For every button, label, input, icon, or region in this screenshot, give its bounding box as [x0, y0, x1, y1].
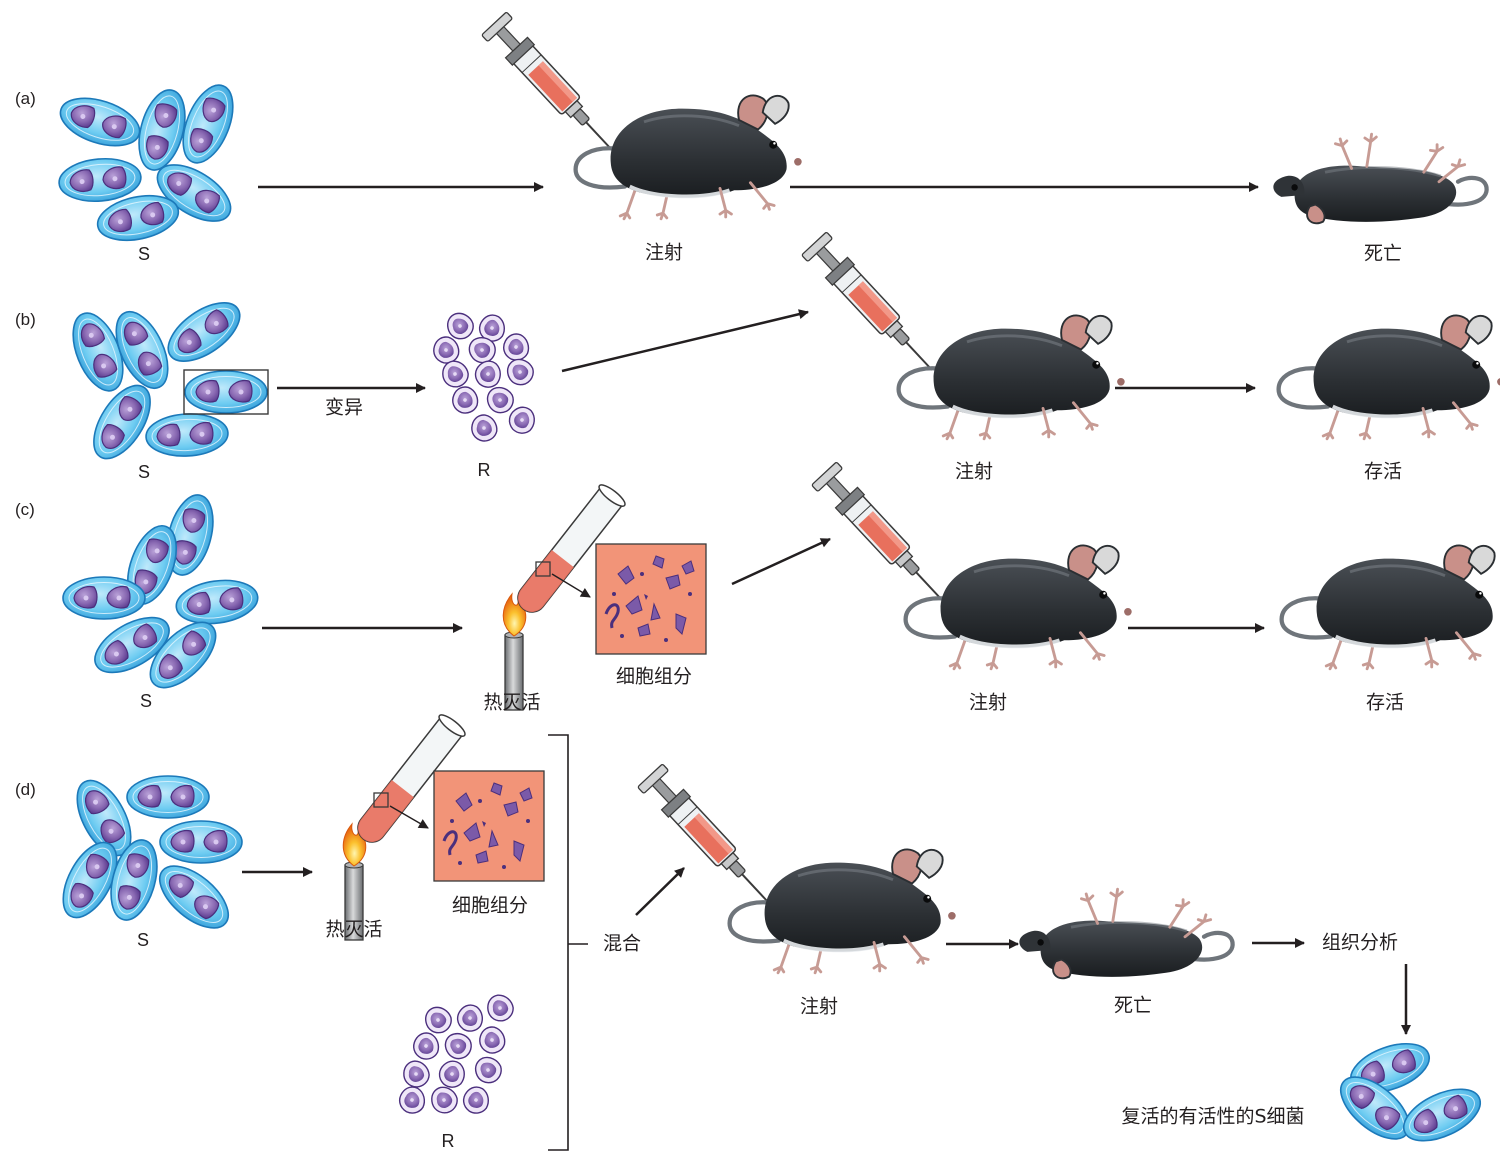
mix-label-d: 混合 [602, 932, 642, 955]
analysis-label-d: 组织分析 [1321, 931, 1399, 954]
mutant-label-b: R [477, 460, 491, 480]
zoom-square-c [535, 561, 551, 577]
zoom-square-d [373, 792, 389, 808]
arrow-d2 [635, 867, 685, 916]
row-b [62, 230, 1500, 469]
dead-mouse-a [1273, 134, 1486, 223]
arrow-b1 [561, 309, 809, 373]
heat-label-c: 热灭活 [483, 691, 541, 714]
live-mouse-d [730, 849, 956, 972]
live-mouse-b [899, 315, 1125, 438]
live-mouse-b-outcome [1279, 315, 1500, 438]
zoom-arrow-d [389, 805, 429, 829]
strain-label-a: S [137, 244, 151, 264]
r-strain-cluster-b [431, 308, 542, 443]
s-strain-cluster-c [62, 489, 262, 700]
s-strain-cluster-b [62, 290, 268, 469]
outcome-label-d: 死亡 [1113, 994, 1153, 1017]
outcome-label-b: 存活 [1363, 460, 1403, 483]
r-strain-cluster-d [394, 992, 516, 1119]
s-strain-cluster-a [53, 77, 244, 248]
row-tag-d: (d) [15, 780, 36, 799]
row-a [53, 10, 1487, 248]
live-mouse-a [576, 95, 802, 218]
mutation-label-b: 变异 [324, 396, 364, 419]
syringe-b [800, 230, 946, 383]
row-tag-b: (b) [15, 310, 36, 329]
components-label-c: 细胞组分 [615, 665, 693, 688]
mix-bracket [548, 734, 588, 1151]
revived-s-strain-cluster [1329, 1033, 1489, 1152]
outcome-label-c: 存活 [1365, 691, 1405, 714]
syringe-c [810, 460, 956, 613]
selection-box [183, 369, 269, 415]
components-box-d [432, 769, 546, 883]
inject-label-c: 注射 [968, 691, 1008, 714]
strain-label-b: S [137, 462, 151, 482]
s-strain-cluster-d [51, 771, 243, 941]
row-tag-a: (a) [15, 89, 36, 108]
live-mouse-c [906, 545, 1132, 668]
zoom-arrow-c [551, 573, 591, 598]
result-label-d: 复活的有活性的S细菌 [1121, 1105, 1305, 1128]
live-mouse-c-outcome [1282, 545, 1500, 668]
arrow-c2 [731, 537, 831, 586]
inject-label-a: 注射 [644, 241, 684, 264]
inject-label-b: 注射 [954, 460, 994, 483]
strain-label-c: S [139, 691, 153, 711]
components-box-c [594, 542, 708, 656]
heat-label-d: 热灭活 [325, 918, 383, 941]
strain-label-d: S [136, 930, 150, 950]
row-c [62, 460, 1500, 711]
row-d [51, 711, 1489, 1152]
row-tag-c: (c) [15, 500, 35, 519]
syringe-a [480, 10, 626, 163]
dead-mouse-d [1019, 889, 1232, 978]
mutant-label-d: R [441, 1131, 455, 1151]
inject-label-d: 注射 [799, 995, 839, 1018]
outcome-label-a: 死亡 [1363, 242, 1403, 265]
components-label-d: 细胞组分 [451, 894, 529, 917]
